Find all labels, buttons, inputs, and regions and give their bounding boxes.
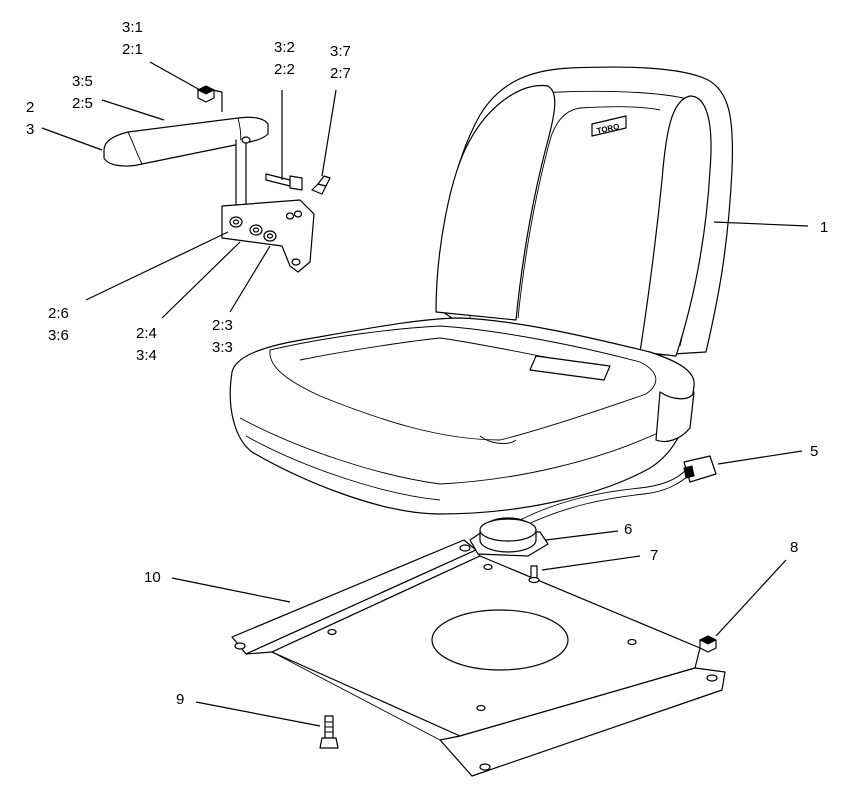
callout-8: 8: [790, 539, 798, 556]
callout-2-6: 2:6: [48, 305, 69, 322]
armrest-assembly: [103, 85, 331, 273]
callout-3-4: 3:4: [136, 347, 157, 364]
callout-2-1: 2:1: [122, 41, 143, 58]
callout-3-5: 3:5: [72, 73, 93, 90]
callout-2-3-top: 2: [26, 99, 34, 116]
callout-3-7: 3:7: [330, 43, 351, 60]
callout-3-3: 3:3: [212, 339, 233, 356]
lock-nut: [698, 635, 718, 653]
seat-switch: [469, 517, 549, 557]
callout-3-1: 3:1: [122, 19, 143, 36]
callout-6: 6: [624, 521, 632, 538]
callout-1: 1: [820, 219, 828, 236]
callout-3-6: 3:6: [48, 327, 69, 344]
seat-switch-harness: [519, 455, 717, 527]
callout-2-3-bottom: 3: [26, 121, 34, 138]
callout-2-4: 2:4: [136, 325, 157, 342]
switch-screw: [528, 565, 540, 584]
callout-2-7: 2:7: [330, 65, 351, 82]
leader-lines: [41, 61, 809, 727]
callout-labels: 1 5 6 7 8 9 10 2 3 3:5 2:5 3:1 2:1 3:2 2…: [26, 19, 828, 708]
callout-10: 10: [144, 569, 161, 586]
callout-2-2: 2:2: [274, 61, 295, 78]
callout-2-3: 2:3: [212, 317, 233, 334]
callout-5: 5: [810, 443, 818, 460]
callout-3-2: 3:2: [274, 39, 295, 56]
seat-assembly: TORO: [229, 66, 734, 515]
callout-9: 9: [176, 691, 184, 708]
callout-7: 7: [650, 547, 658, 564]
carriage-bolt: [319, 715, 339, 749]
seat-mounting-plate: [231, 539, 726, 777]
callout-2-5: 2:5: [72, 95, 93, 112]
